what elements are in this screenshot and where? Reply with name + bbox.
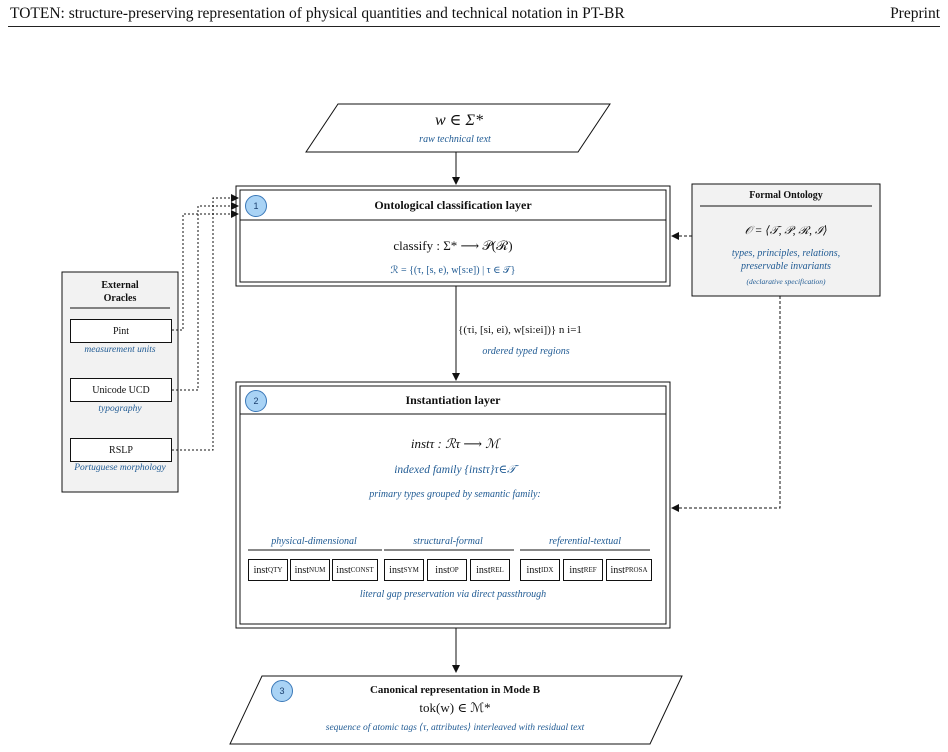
family-structural-formal: structural-formal — [413, 536, 483, 547]
output-parallelogram — [229, 675, 683, 745]
layer2-number-badge: 2 — [245, 390, 267, 412]
oracle-pint-box: Pint — [70, 319, 172, 343]
ontology-desc-line1: types, principles, relations, — [731, 248, 841, 259]
input-caption: raw technical text — [419, 134, 491, 145]
layer2-grouping-caption: primary types grouped by semantic family… — [369, 489, 541, 500]
layer1-inner-frame — [239, 189, 667, 283]
regions-formula: {(τi, [si, ei), w[si:ei])} n i=1 — [458, 324, 582, 336]
layer1-formula: classify : Σ* ⟶ 𝒫(ℛ) — [393, 238, 513, 253]
layer2-outer-frame — [235, 381, 671, 629]
ontology-note: (declarative specification) — [746, 277, 826, 286]
layer1-region-definition: ℛ = {(τ, [s, e), w[s:e]) | τ ∈ 𝒯} — [390, 265, 516, 276]
input-formula: w ∈ Σ* — [434, 112, 484, 129]
layer1-outer-frame — [235, 185, 671, 287]
paper-running-title: TOTEN: structure-preserving representati… — [10, 5, 625, 22]
layer2-inner-frame — [239, 385, 667, 625]
ontology-desc-line2: preservable invariants — [741, 261, 831, 272]
output-formula: tok(w) ∈ ℳ* — [419, 700, 491, 715]
output-title: Canonical representation in Mode B — [369, 684, 541, 696]
dotted-arrow-ucd — [172, 202, 239, 391]
family-physical-dimensional: physical-dimensional — [271, 536, 357, 547]
output-number-badge: 3 — [271, 680, 293, 702]
page-header: TOTEN: structure-preserving representati… — [8, 0, 940, 27]
passthrough-caption: literal gap preservation via direct pass… — [359, 589, 547, 600]
preprint-tag: Preprint — [890, 5, 940, 22]
layer1-title: Ontological classification layer — [374, 198, 532, 212]
oracle-rslp-box: RSLP — [70, 438, 172, 462]
ontology-formula: 𝒪 = ⟨𝒯, 𝒫, ℛ, ℐ⟩ — [744, 225, 828, 237]
dotted-arrow-rslp — [172, 194, 239, 451]
oracle-rslp-caption: Portuguese morphology — [74, 463, 166, 473]
regions-caption: ordered typed regions — [482, 346, 570, 357]
output-caption: sequence of atomic tags ⟨τ, attributes⟩ … — [325, 723, 585, 733]
layer1-number-badge: 1 — [245, 195, 267, 217]
family-referential-textual: referential-textual — [548, 536, 622, 547]
dashed-arrow-ontology-to-layer2 — [671, 296, 781, 512]
layer2-formula: instτ : ℛτ ⟶ ℳ — [410, 436, 500, 451]
ontology-title: Formal Ontology — [749, 190, 823, 201]
input-parallelogram — [305, 103, 611, 153]
layer2-indexed-family: indexed family {instτ}τ∈𝒯 — [394, 464, 516, 476]
oracle-pint-caption: measurement units — [84, 345, 156, 355]
dotted-arrow-pint — [172, 210, 239, 331]
oracle-ucd-box: Unicode UCD — [70, 378, 172, 402]
layer2-title: Instantiation layer — [405, 393, 501, 407]
ontology-panel — [691, 183, 881, 297]
oracles-title-line2: Oracles — [103, 293, 137, 304]
oracles-title-line1: External — [101, 280, 139, 291]
oracle-ucd-caption: typography — [98, 404, 142, 414]
